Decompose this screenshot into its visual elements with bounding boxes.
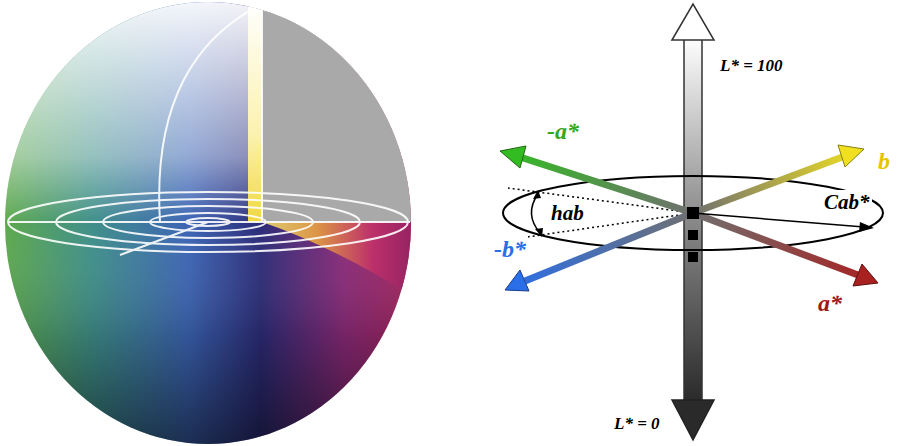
axis-label: L* = 0: [612, 414, 662, 434]
axis-label: -a*: [545, 118, 581, 146]
opponent-axes: [500, 145, 878, 291]
axis-label: -b*: [492, 236, 528, 264]
axis-label: L* = 100: [718, 56, 785, 76]
color-sphere: [0, 0, 422, 446]
axis-label: b: [876, 148, 892, 176]
hue-angle: [508, 188, 693, 238]
axis-label: a*: [816, 290, 844, 318]
cut-away: [262, 0, 422, 222]
axis-label: Cab*: [822, 190, 872, 214]
sphere-grid: [8, 4, 410, 255]
axis-label: hab: [549, 201, 586, 225]
chroma-arrow: [693, 213, 874, 232]
axis-marks: [687, 207, 699, 262]
chroma-ellipse: [503, 176, 883, 250]
